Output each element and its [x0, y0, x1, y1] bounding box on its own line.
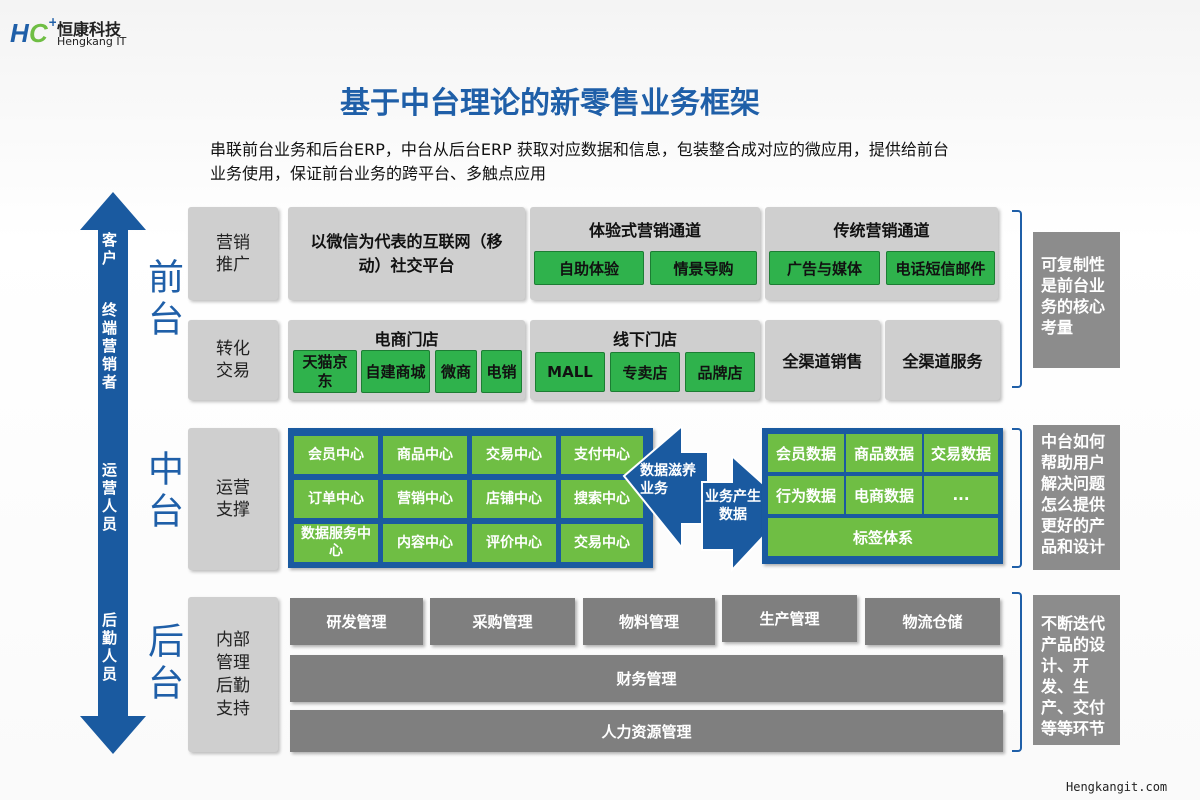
item-telesales: 电销: [481, 350, 522, 393]
item-specialty-store: 专卖店: [610, 352, 680, 392]
tier-middle: 中台: [142, 450, 183, 534]
double-arrow-icon: [80, 192, 146, 754]
note-middle: 中台如何帮助用户解决问题怎么提供更好的产品和设计: [1033, 425, 1120, 570]
item-brand-store: 品牌店: [685, 352, 755, 392]
backoffice-item: 生产管理: [722, 595, 857, 642]
svg-text:+: +: [48, 16, 56, 29]
finance-management: 财务管理: [290, 655, 1003, 702]
subtitle-line: 业务使用，保证前台业务的跨平台、多触点应用: [210, 164, 547, 183]
data-item: ...: [924, 476, 998, 514]
item-guided-shopping: 情景导购: [650, 251, 757, 285]
data-item: 标签体系: [768, 518, 998, 556]
backoffice-item: 物料管理: [583, 598, 715, 645]
data-item: 行为数据: [768, 476, 844, 514]
center-item: 数据服务中心: [294, 524, 378, 562]
svg-text:H: H: [10, 18, 30, 46]
tier-back: 后台: [142, 622, 183, 706]
tier-front: 前台: [142, 258, 183, 342]
middle-platform-centers: 会员中心商品中心交易中心支付中心订单中心营销中心店铺中心搜索中心数据服务中心内容…: [288, 428, 653, 568]
experience-channel: 体验式营销通道 自助体验 情景导购: [530, 207, 760, 300]
ecommerce-title: 电商门店: [374, 330, 439, 349]
role-operator: 运营人员: [100, 462, 118, 534]
center-item: 交易中心: [472, 436, 556, 474]
social-platform: 以微信为代表的互联网（移动）社交平台: [288, 207, 525, 300]
page-title: 基于中台理论的新零售业务框架: [340, 86, 760, 121]
data-item: 会员数据: [768, 434, 844, 472]
bracket: [1012, 592, 1022, 752]
row-label-backoffice: 内部管理后勤支持: [188, 597, 278, 752]
arrow-label-data-feeds-business: 数据滋养业务: [640, 463, 696, 497]
ecommerce-stores: 电商门店 天猫京东 自建商城 微商 电销: [288, 320, 525, 400]
bracket: [1012, 428, 1022, 568]
omni-service: 全渠道服务: [885, 320, 1000, 400]
subtitle-line: 串联前台业务和后台ERP，中台从后台ERP 获取对应数据和信息，包装整合成对应的…: [210, 140, 949, 159]
center-item: 支付中心: [561, 436, 643, 474]
item-tmall-jd: 天猫京东: [293, 350, 357, 393]
offline-title: 线下门店: [612, 330, 677, 349]
traditional-channel: 传统营销通道 广告与媒体 电话短信邮件: [765, 207, 998, 300]
center-item: 交易中心: [561, 524, 643, 562]
item-own-mall: 自建商城: [361, 350, 430, 393]
svg-text:C: C: [29, 18, 49, 46]
item-self-experience: 自助体验: [534, 251, 644, 285]
logo: H C + 恒康科技 Hengkang IT: [10, 16, 150, 48]
logo-name-cn: 恒康科技: [57, 20, 122, 39]
note-back: 不断迭代产品的设计、开发、生产、交付等等环节: [1033, 595, 1120, 745]
data-exchange-arrows-icon: [622, 424, 792, 573]
role-customer: 客户: [100, 232, 118, 268]
item-wechat-shop: 微商: [435, 350, 477, 393]
role-marketer: 终端营销者: [100, 302, 118, 392]
bracket: [1012, 210, 1022, 388]
offline-stores: 线下门店 MALL 专卖店 品牌店: [530, 320, 760, 400]
item-ads-media: 广告与媒体: [769, 251, 880, 285]
role-logistics: 后勤人员: [100, 612, 118, 684]
footer-url: Hengkangit.com: [1066, 780, 1168, 794]
backoffice-item: 采购管理: [430, 598, 575, 645]
center-item: 商品中心: [383, 436, 467, 474]
data-assets: 会员数据商品数据交易数据行为数据电商数据... 标签体系: [762, 428, 1003, 564]
center-item: 店铺中心: [472, 480, 556, 518]
data-item: 商品数据: [846, 434, 922, 472]
center-item: 评价中心: [472, 524, 556, 562]
backoffice-item: 物流仓储: [865, 598, 1000, 645]
omni-sales: 全渠道销售: [765, 320, 880, 400]
center-item: 会员中心: [294, 436, 378, 474]
backoffice-item: 研发管理: [290, 598, 423, 645]
note-front: 可复制性是前台业务的核心考量: [1033, 232, 1120, 368]
row-label-marketing: 营销推广: [188, 207, 278, 300]
item-mall: MALL: [535, 352, 605, 392]
row-label-conversion: 转化交易: [188, 320, 278, 400]
logo-name-en: Hengkang IT: [57, 35, 127, 48]
experience-title: 体验式营销通道: [588, 221, 701, 240]
traditional-title: 传统营销通道: [833, 221, 930, 240]
item-phone-sms-email: 电话短信邮件: [886, 251, 995, 285]
row-label-operations: 运营支撑: [188, 428, 278, 570]
hr-management: 人力资源管理: [290, 710, 1003, 752]
center-item: 搜索中心: [561, 480, 643, 518]
arrow-label-business-generates-data: 业务产生数据: [705, 489, 761, 523]
data-item: 交易数据: [924, 434, 998, 472]
data-item: 电商数据: [846, 476, 922, 514]
center-item: 营销中心: [383, 480, 467, 518]
center-item: 订单中心: [294, 480, 378, 518]
center-item: 内容中心: [383, 524, 467, 562]
logo-mark-icon: H C +: [10, 16, 56, 46]
